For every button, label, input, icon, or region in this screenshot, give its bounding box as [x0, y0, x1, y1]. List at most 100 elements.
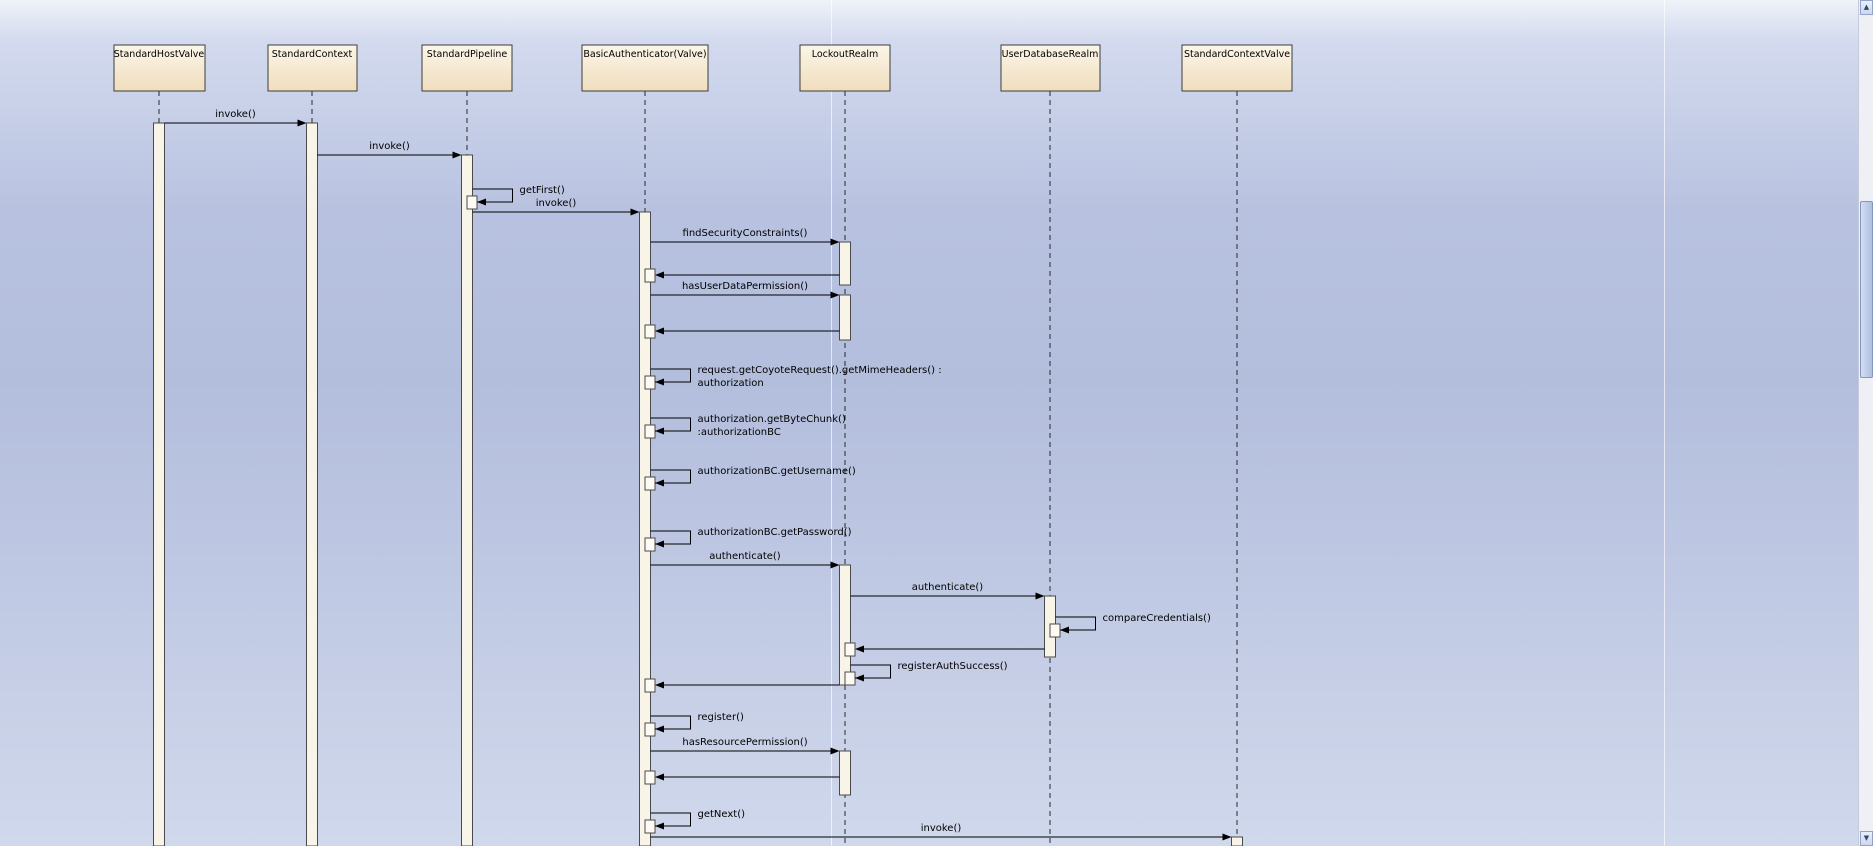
activation-nested[interactable]	[644, 476, 656, 491]
message-authenticate: authenticate()	[850, 582, 1045, 600]
scroll-up-icon[interactable]: ▲	[1860, 0, 1873, 15]
message-line[interactable]	[650, 530, 691, 545]
activation-bar[interactable]	[639, 211, 651, 846]
actor-box[interactable]	[1181, 44, 1293, 92]
actor-name: UserDatabaseRealm	[1002, 49, 1099, 60]
activation-bar[interactable]	[1231, 836, 1243, 846]
activation-bar[interactable]	[461, 154, 473, 846]
actor-standardcontext: StandardContext	[267, 44, 358, 92]
message-invoke: invoke()	[650, 823, 1232, 841]
actor-name: BasicAuthenticator(Valve)	[583, 49, 706, 60]
activation-nested[interactable]	[644, 819, 656, 834]
message-return	[855, 645, 1045, 653]
arrowhead-icon	[655, 479, 664, 487]
message-authorizationbcgetusername: authorizationBC.getUsername()	[650, 466, 856, 487]
arrowhead-icon	[477, 198, 486, 206]
message-label: invoke()	[536, 198, 577, 209]
message-hasresourcepermission: hasResourcePermission()	[650, 737, 840, 755]
message-invoke: invoke()	[164, 109, 307, 127]
message-label: getNext()	[698, 809, 746, 820]
message-label: hasResourcePermission()	[682, 737, 807, 748]
message-line[interactable]	[850, 664, 891, 679]
message-line[interactable]	[472, 188, 513, 203]
message-line[interactable]	[1055, 616, 1096, 631]
arrowhead-icon	[655, 378, 664, 386]
activation-nested[interactable]	[644, 324, 656, 339]
actor-userdatabaserealm: UserDatabaseRealm	[1000, 44, 1101, 92]
activation-bar[interactable]	[839, 294, 851, 341]
activation-nested[interactable]	[844, 642, 856, 657]
message-return	[655, 327, 840, 335]
actor-standardhostvalve: StandardHostValve	[113, 44, 206, 92]
arrowhead-icon	[655, 725, 664, 733]
actor-box[interactable]	[421, 44, 513, 92]
activation-bar[interactable]	[839, 750, 851, 796]
message-authenticate: authenticate()	[650, 551, 840, 569]
message-label: authorization.getByteChunk()	[698, 414, 846, 425]
activation-bar[interactable]	[839, 241, 851, 286]
activation-bar[interactable]	[306, 122, 318, 846]
message-label: invoke()	[921, 823, 962, 834]
message-label: getFirst()	[520, 185, 565, 196]
actor-box[interactable]	[799, 44, 891, 92]
message-label: registerAuthSuccess()	[898, 661, 1008, 672]
activation-nested[interactable]	[644, 722, 656, 737]
activation-bar[interactable]	[839, 564, 851, 686]
actor-box[interactable]	[113, 44, 206, 92]
message-authorizationbcgetpassword: authorizationBC.getPassword()	[650, 527, 852, 548]
actor-box[interactable]	[267, 44, 358, 92]
activation-nested[interactable]	[644, 375, 656, 390]
message-label: authorizationBC.getPassword()	[698, 527, 852, 538]
activation-nested[interactable]	[644, 770, 656, 785]
actor-standardpipeline: StandardPipeline	[421, 44, 513, 92]
arrowhead-icon	[1060, 626, 1069, 634]
message-invoke: invoke()	[317, 141, 462, 159]
arrowhead-icon	[830, 561, 840, 569]
scrollbar-thumb[interactable]	[1860, 201, 1873, 378]
activation-nested[interactable]	[1049, 623, 1061, 638]
message-getfirst: getFirst()	[472, 185, 565, 206]
message-line[interactable]	[650, 812, 691, 827]
message-return	[655, 681, 840, 689]
arrowhead-icon	[655, 773, 664, 781]
message-label: invoke()	[369, 141, 410, 152]
actor-standardcontextvalve: StandardContextValve	[1181, 44, 1293, 92]
message-label: invoke()	[215, 109, 256, 120]
message-label: authenticate()	[912, 582, 984, 593]
message-register: register()	[650, 712, 744, 733]
vertical-scrollbar[interactable]: ▲ ▼	[1858, 0, 1873, 846]
message-comparecredentials: compareCredentials()	[1055, 613, 1211, 634]
arrowhead-icon	[655, 822, 664, 830]
message-label: findSecurityConstraints()	[683, 228, 808, 239]
actor-name: StandardHostValve	[114, 49, 205, 60]
actor-name: StandardContextValve	[1184, 49, 1290, 60]
arrowhead-icon	[655, 427, 664, 435]
arrowhead-icon	[830, 747, 840, 755]
message-line[interactable]	[650, 469, 691, 484]
activation-nested[interactable]	[644, 268, 656, 283]
arrowhead-icon	[297, 119, 307, 127]
message-label: :authorizationBC	[698, 427, 781, 438]
message-line[interactable]	[650, 368, 691, 383]
scroll-down-icon[interactable]: ▼	[1860, 831, 1873, 846]
activation-bar[interactable]	[153, 122, 165, 846]
page-boundary-line	[1664, 0, 1665, 846]
activation-nested[interactable]	[644, 678, 656, 693]
message-return	[655, 773, 840, 781]
message-label: hasUserDataPermission()	[682, 281, 808, 292]
arrowhead-icon	[1035, 592, 1045, 600]
arrowhead-icon	[655, 327, 664, 335]
message-label: authorizationBC.getUsername()	[698, 466, 856, 477]
message-label: authorization	[698, 378, 764, 389]
actor-box[interactable]	[581, 44, 709, 92]
activation-nested[interactable]	[644, 424, 656, 439]
message-line[interactable]	[650, 715, 691, 730]
message-return	[655, 271, 840, 279]
message-line[interactable]	[650, 417, 691, 432]
actor-box[interactable]	[1000, 44, 1101, 92]
activation-nested[interactable]	[466, 195, 478, 210]
arrowhead-icon	[855, 674, 864, 682]
activation-nested[interactable]	[644, 537, 656, 552]
activation-nested[interactable]	[844, 671, 856, 686]
